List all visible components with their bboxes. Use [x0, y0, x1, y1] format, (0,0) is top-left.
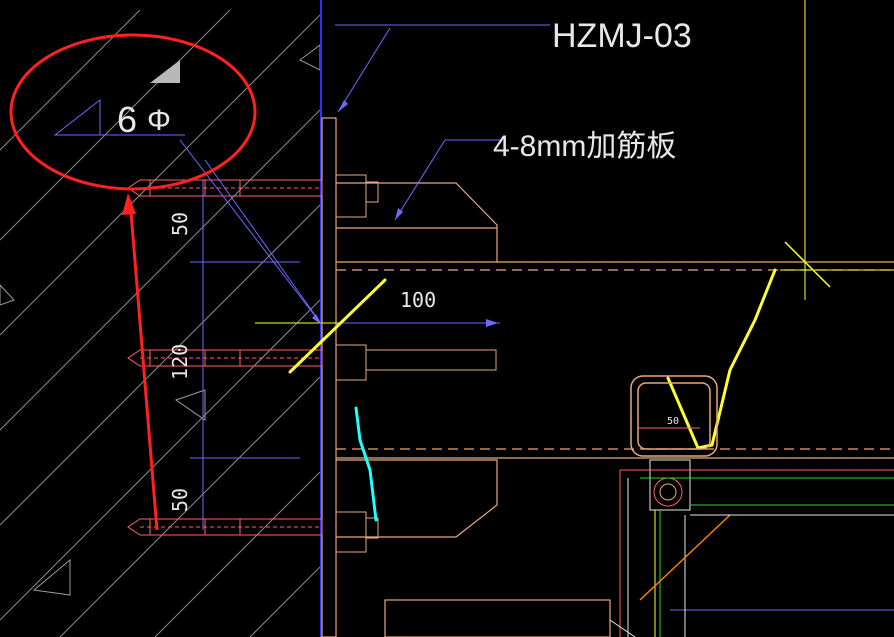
dimension-50-bottom: 50	[168, 488, 192, 512]
highlight-arrow-head	[122, 193, 136, 215]
dimension-50-top: 50	[168, 212, 192, 236]
dimension-100: 100	[400, 288, 436, 312]
stiffener-plates	[336, 182, 894, 637]
concrete-hatch	[0, 9, 321, 637]
dimension-arrows	[312, 100, 498, 327]
weld-symbol: 6 Φ	[53, 60, 185, 140]
highlight-arrow-line	[128, 199, 159, 531]
square-tube	[630, 375, 718, 457]
part-code-label: HZMJ-03	[552, 17, 692, 55]
base-plate	[321, 117, 337, 637]
dimension-small-50: 50	[667, 416, 679, 427]
dimension-120: 120	[168, 344, 192, 380]
weld-symbol-label: Φ	[147, 104, 171, 137]
tick-mark	[784, 241, 831, 288]
stiffener-label: 4-8mm加筋板	[493, 130, 676, 163]
weld-size-label: 6	[117, 99, 137, 140]
markup-yellow	[288, 268, 777, 450]
anchor-bolt-top	[127, 174, 379, 218]
dimension-lines	[179, 24, 894, 611]
highlight-circle	[9, 33, 257, 191]
hatch-triangles	[0, 44, 321, 596]
markup-cyan	[354, 406, 378, 522]
anchor-bolt-bottom	[127, 511, 379, 553]
anchor-bolt-middle	[127, 344, 497, 381]
mullion-frame	[609, 459, 894, 637]
